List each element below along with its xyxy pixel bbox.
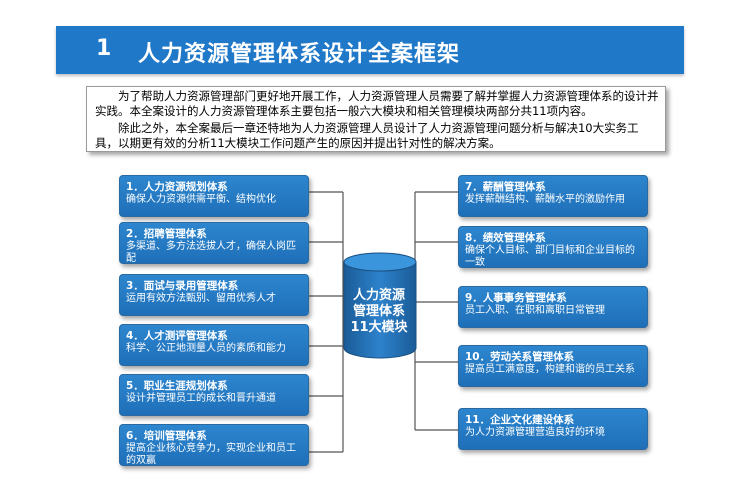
intro-box: 为了帮助人力资源管理部门更好地开展工作，人力资源管理人员需要了解并掌握人力资源管… xyxy=(86,86,666,152)
module-name: 9．人事事务管理体系 xyxy=(465,292,567,304)
module-desc: 运用有效方法甄别、留用优秀人才 xyxy=(126,293,276,304)
module-name: 1．人力资源规划体系 xyxy=(126,181,228,193)
central-cylinder xyxy=(343,252,417,359)
module-desc: 发挥薪酬结构、薪酬水平的激励作用 xyxy=(465,194,625,205)
module-2-recruitment: 2．招聘管理体系 多渠道、多方法选拔人才，确保人岗匹配 xyxy=(119,222,309,264)
module-1-planning: 1．人力资源规划体系 确保人力资源供需平衡、结构优化 xyxy=(119,175,309,217)
module-desc: 多渠道、多方法选拔人才，确保人岗匹配 xyxy=(126,241,296,264)
module-name: 5．职业生涯规划体系 xyxy=(126,380,228,392)
module-4-assessment: 4．人才测评管理体系 科学、公正地测量人员的素质和能力 xyxy=(119,324,309,366)
central-label-line-3: 11大模块 xyxy=(350,320,408,335)
module-name: 7．薪酬管理体系 xyxy=(465,181,546,193)
module-name: 4．人才测评管理体系 xyxy=(126,330,228,342)
module-10-labor-relations: 10．劳动关系管理体系 提高员工满意度，构建和谐的员工关系 xyxy=(458,345,648,387)
section-number: 1 xyxy=(96,36,112,61)
central-label-line-2: 管理体系 xyxy=(352,304,405,319)
module-desc: 科学、公正地测量人员的素质和能力 xyxy=(126,343,286,354)
module-11-culture: 11．企业文化建设体系 为人力资源管理营造良好的环境 xyxy=(458,408,648,450)
module-desc: 确保个人目标、部门目标和企业目标的一致 xyxy=(465,245,635,268)
central-label-line-1: 人力资源 xyxy=(352,288,405,303)
page-title: 人力资源管理体系设计全案框架 xyxy=(138,42,461,67)
module-desc: 提高员工满意度，构建和谐的员工关系 xyxy=(465,364,635,375)
title-banner: 1 人力资源管理体系设计全案框架 xyxy=(56,26,684,74)
module-name: 8．绩效管理体系 xyxy=(465,232,546,244)
module-name: 10．劳动关系管理体系 xyxy=(465,351,575,363)
intro-paragraph-1: 为了帮助人力资源管理部门更好地开展工作，人力资源管理人员需要了解并掌握人力资源管… xyxy=(95,89,659,118)
module-3-interview: 3．面试与录用管理体系 运用有效方法甄别、留用优秀人才 xyxy=(119,274,309,316)
central-label: 人力资源 管理体系 11大模块 xyxy=(343,288,415,336)
module-name: 11．企业文化建设体系 xyxy=(465,414,575,426)
module-desc: 提高企业核心竞争力，实现企业和员工的双赢 xyxy=(126,443,296,466)
module-9-personnel-affairs: 9．人事事务管理体系 员工入职、在职和离职日常管理 xyxy=(458,286,648,328)
module-name: 6．培训管理体系 xyxy=(126,430,207,442)
intro-paragraph-2: 除此之外，本全案最后一章还特地为人力资源管理人员设计了人力资源管理问题分析与解决… xyxy=(95,121,639,150)
module-desc: 设计并管理员工的成长和晋升通道 xyxy=(126,393,276,404)
module-desc: 为人力资源管理营造良好的环境 xyxy=(465,427,605,438)
module-8-performance: 8．绩效管理体系 确保个人目标、部门目标和企业目标的一致 xyxy=(458,226,648,268)
module-5-career: 5．职业生涯规划体系 设计并管理员工的成长和晋升通道 xyxy=(119,374,309,416)
module-desc: 确保人力资源供需平衡、结构优化 xyxy=(126,194,276,205)
module-7-compensation: 7．薪酬管理体系 发挥薪酬结构、薪酬水平的激励作用 xyxy=(458,175,648,217)
module-name: 2．招聘管理体系 xyxy=(126,228,207,240)
module-name: 3．面试与录用管理体系 xyxy=(126,280,239,292)
module-6-training: 6．培训管理体系 提高企业核心竞争力，实现企业和员工的双赢 xyxy=(119,424,309,466)
module-desc: 员工入职、在职和离职日常管理 xyxy=(465,305,605,316)
